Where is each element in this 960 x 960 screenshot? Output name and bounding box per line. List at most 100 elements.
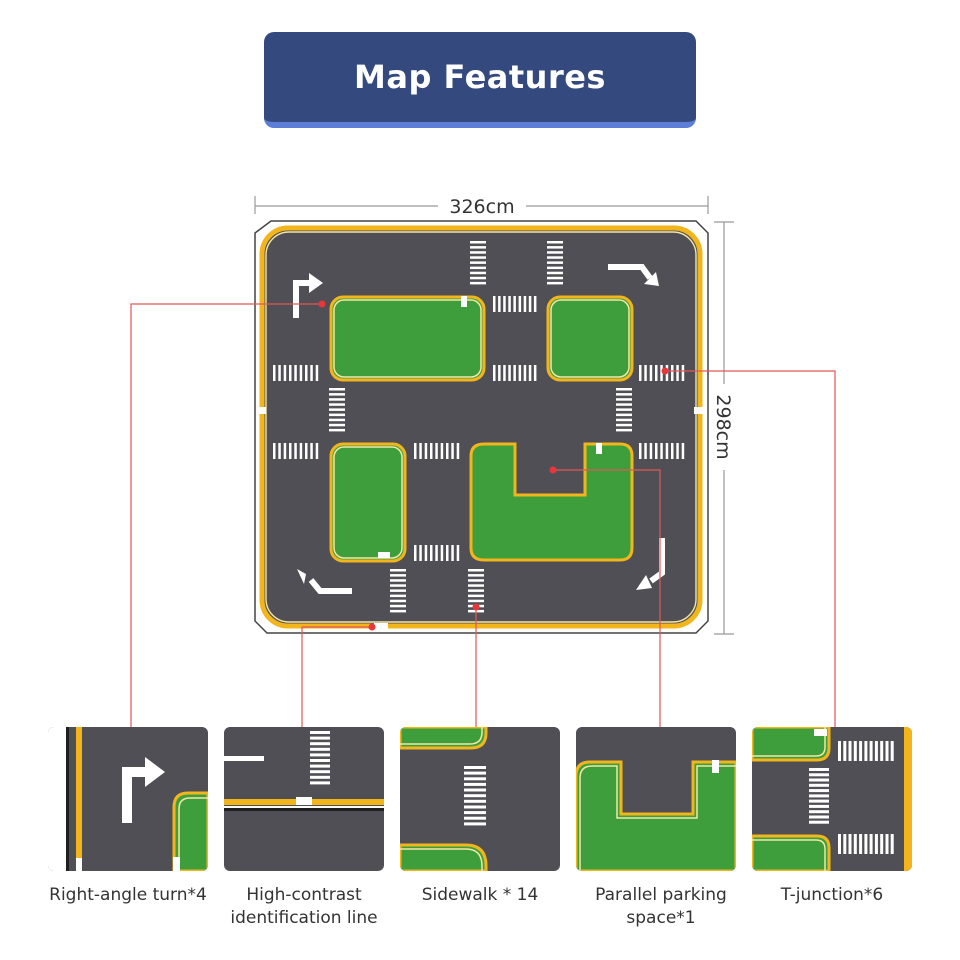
caption-right-angle-turn: Right-angle turn*4 — [49, 885, 207, 905]
crosswalk-stripe — [616, 413, 632, 417]
crosswalk-stripe — [390, 589, 406, 592]
crosswalk-stripe — [503, 365, 506, 381]
crosswalk-stripe — [283, 365, 287, 381]
crosswalk-stripe — [616, 398, 632, 401]
crosswalk-stripe — [310, 764, 330, 768]
crosswalk-stripe — [464, 811, 486, 815]
height-label: 298cm — [712, 394, 734, 459]
crosswalk-stripe — [310, 781, 330, 785]
crosswalk-stripe — [329, 398, 345, 401]
crosswalk-stripe — [848, 741, 852, 761]
crosswalk-stripe — [890, 741, 894, 761]
crosswalk-stripe — [278, 443, 281, 459]
grass-block-top-right — [546, 295, 634, 382]
crosswalk-stripe — [273, 443, 276, 459]
crosswalk-stripe — [671, 365, 674, 381]
crosswalk-stripe — [503, 296, 506, 312]
crosswalk-stripe — [676, 365, 679, 381]
crosswalk-stripe — [305, 443, 308, 459]
caption-t-junction: T-junction*6 — [780, 885, 884, 905]
crosswalk-stripe — [464, 805, 486, 809]
leader-lines — [130, 303, 836, 729]
crosswalk-stripe — [456, 443, 460, 459]
crosswalk-stripe — [310, 365, 313, 381]
crosswalk-stripe — [518, 296, 522, 312]
crosswalk-stripe — [644, 443, 647, 459]
crosswalk-stripe — [294, 443, 297, 459]
crosswalk-stripe — [885, 834, 889, 854]
crosswalk-stripe — [859, 741, 863, 761]
crosswalk-stripe — [464, 822, 486, 826]
crosswalk-stripe — [809, 789, 829, 793]
crosswalk-stripe — [547, 266, 563, 270]
crosswalk-stripe — [283, 443, 287, 459]
crosswalk-stripe — [493, 365, 496, 381]
crosswalk-stripe — [639, 443, 642, 459]
crosswalk-stripe — [424, 545, 428, 561]
crosswalk-stripe — [809, 799, 829, 803]
crosswalk-stripe — [655, 365, 658, 381]
crosswalk-stripe — [809, 778, 829, 782]
crosswalk-stripe — [498, 296, 501, 312]
crosswalk-stripe — [464, 799, 486, 803]
crosswalk-stripe — [639, 365, 642, 381]
crosswalk-stripe — [329, 388, 345, 391]
crosswalk-stripe — [843, 741, 847, 761]
crosswalk-stripe — [616, 408, 632, 411]
grass-block-top-left — [329, 295, 486, 382]
feature-tile-parallel-parking — [576, 727, 736, 871]
crosswalk-stripe — [310, 736, 330, 740]
crosswalk-stripe — [278, 365, 281, 381]
crosswalk-stripe — [660, 443, 663, 459]
crosswalk-stripe — [464, 782, 486, 786]
crosswalk-stripe — [329, 393, 345, 396]
crosswalk-stripe — [470, 246, 486, 249]
crosswalk-stripe — [528, 296, 532, 312]
crosswalk-stripe — [885, 741, 889, 761]
title-banner: Map Features — [264, 32, 696, 128]
width-dimension — [254, 196, 709, 214]
crosswalk-stripe — [390, 579, 406, 582]
crosswalk-stripe — [547, 256, 563, 259]
crosswalk-stripe — [289, 365, 292, 381]
crosswalk-stripe — [430, 545, 433, 561]
crosswalk-stripe — [547, 261, 563, 264]
crosswalk-stripe — [390, 574, 406, 577]
crosswalk-stripe — [419, 545, 422, 561]
crosswalk-stripe — [676, 443, 679, 459]
crosswalk-stripe — [523, 296, 527, 312]
crosswalk-stripe — [294, 365, 297, 381]
crosswalk-stripe — [547, 276, 563, 280]
crosswalk-stripe — [649, 443, 653, 459]
crosswalk-stripe — [435, 443, 438, 459]
crosswalk-stripe — [468, 584, 484, 587]
crosswalk-stripe — [468, 594, 484, 598]
crosswalk-stripe — [419, 443, 422, 459]
crosswalk-stripe — [809, 794, 829, 798]
crosswalk-stripe — [864, 834, 868, 854]
crosswalk-stripe — [310, 770, 330, 774]
crosswalk-stripe — [616, 423, 632, 427]
crosswalk-stripe — [390, 599, 406, 603]
crosswalk-stripe — [310, 443, 313, 459]
crosswalk-stripe — [616, 388, 632, 391]
crosswalk-stripe — [869, 741, 873, 761]
crosswalk-stripe — [273, 365, 276, 381]
crosswalk-stripe — [853, 741, 857, 761]
crosswalk-stripe — [299, 443, 303, 459]
crosswalk-stripe — [809, 773, 829, 777]
crosswalk-stripe — [518, 365, 522, 381]
crosswalk-stripe — [547, 271, 563, 275]
crosswalk-stripe — [310, 759, 330, 762]
crosswalk-stripe — [853, 834, 857, 854]
crosswalk-stripe — [414, 443, 417, 459]
crosswalk-stripe — [508, 365, 511, 381]
crosswalk-stripe — [470, 266, 486, 270]
crosswalk-stripe — [440, 443, 444, 459]
crosswalk-stripe — [329, 413, 345, 417]
crosswalk-stripe — [329, 408, 345, 411]
crosswalk-stripe — [329, 403, 345, 406]
turn-arrow-top-right — [608, 264, 653, 280]
crosswalk-stripe — [310, 731, 330, 734]
